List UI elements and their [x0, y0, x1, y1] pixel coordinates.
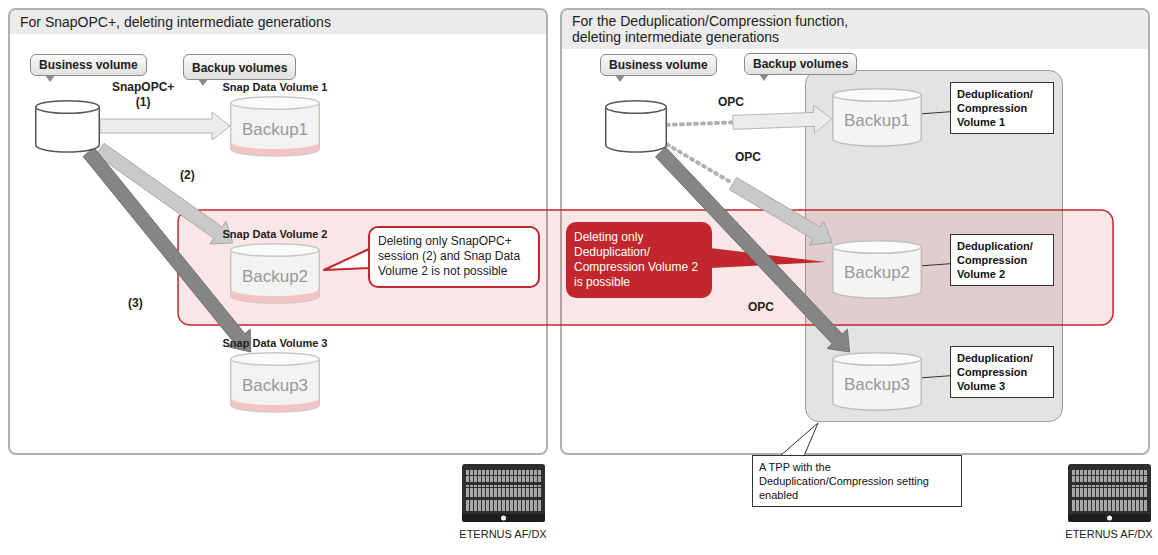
volume-tag: Business volume [30, 54, 147, 76]
volume-heading: Snap Data Volume 1 [223, 81, 328, 93]
cylinder-top [606, 101, 667, 114]
connector [100, 112, 230, 140]
edge-label: SnapOPC+ (1) [112, 80, 174, 110]
storage-device [1068, 464, 1151, 522]
cylinder-shape [35, 100, 100, 153]
group-tag: Backup volumes [183, 54, 296, 80]
cylinder-shape [605, 100, 667, 153]
cylinder-stripe [231, 142, 320, 156]
connector [922, 112, 950, 114]
cylinder-top [231, 353, 320, 366]
block-arrow [83, 148, 251, 352]
box-text: Deduplication/ Compression Volume 3 [957, 351, 1047, 393]
dotted-segment [667, 122, 733, 124]
volume-tag: Business volume [600, 54, 717, 76]
volume-body: Backup3 [230, 360, 320, 412]
block-arrow [733, 105, 832, 133]
connector [656, 147, 850, 352]
dedup-volume: Backup3 [832, 352, 922, 410]
device-label: ETERNUS AF/DX [453, 528, 553, 540]
volume-body: Backup3 [832, 360, 922, 410]
volume-name: Backup2 [844, 263, 910, 283]
cylinder-stripe [231, 289, 320, 303]
device-label: ETERNUS AF/DX [1059, 528, 1158, 540]
cylinder-body [833, 95, 922, 146]
block-arrow [656, 147, 850, 352]
leader-line [922, 112, 950, 114]
title-bar: For the Deduplication/Compression functi… [562, 10, 1148, 49]
cylinder-top [833, 353, 922, 366]
volume-body: Backup1 [230, 104, 320, 156]
volume-body: Backup2 [230, 251, 320, 303]
volume-name: Backup3 [242, 376, 308, 396]
cylinder-body [231, 250, 320, 303]
business-volume: Business volume [35, 100, 100, 152]
volume-label-box: Deduplication/ Compression Volume 2 [950, 234, 1054, 286]
warning-callout: Deleting only SnapOPC+ session (2) and S… [368, 226, 540, 288]
leader-line [922, 376, 950, 378]
box-text: Deleting only Deduplication/ Compression… [574, 230, 704, 290]
result-callout: Deleting only Deduplication/ Compression… [566, 222, 712, 298]
volume-heading: Snap Data Volume 3 [223, 337, 328, 349]
snap-data-volume: Snap Data Volume 2Backup2 [230, 243, 320, 303]
cylinder-body [231, 359, 320, 412]
group-tag-text: Backup volumes [192, 61, 287, 75]
business-volume: Business volume [605, 100, 667, 152]
group-tag: Backup volumes [744, 53, 857, 75]
panel-title: For SnapOPC+, deleting intermediate gene… [20, 14, 331, 30]
dedup-volume: Backup2 [832, 240, 922, 298]
volume-name: Backup1 [242, 120, 308, 140]
cylinder-body [833, 359, 922, 410]
connector [922, 264, 950, 266]
storage-device [462, 464, 545, 522]
snap-data-volume: Snap Data Volume 1Backup1 [230, 96, 320, 156]
cylinder-top [36, 101, 100, 114]
callout-pointer [324, 249, 369, 270]
box-text: Deleting only SnapOPC+ session (2) and S… [378, 234, 530, 279]
edge-label: (2) [180, 168, 195, 183]
box-text: Deduplication/ Compression Volume 2 [957, 239, 1047, 281]
volume-name: Backup3 [844, 375, 910, 395]
volume-body: Backup2 [832, 248, 922, 298]
cylinder-body [231, 103, 320, 156]
edge-label: OPC [735, 150, 761, 165]
volume-label-box: Deduplication/ Compression Volume 1 [950, 82, 1054, 134]
cylinder-top [231, 244, 320, 257]
snap-data-volume: Snap Data Volume 3Backup3 [230, 352, 320, 412]
cylinder-body [833, 247, 922, 298]
edge-label: OPC [748, 300, 774, 315]
box-text: A TPP with the Deduplication/Compression… [759, 460, 955, 502]
connector [922, 376, 950, 378]
cylinder-top [231, 97, 320, 110]
volume-name: Backup2 [242, 267, 308, 287]
callout-pointer [780, 423, 818, 456]
volume-heading: Snap Data Volume 2 [223, 228, 328, 240]
volume-label-box: Deduplication/ Compression Volume 3 [950, 346, 1054, 398]
cylinder-top [833, 89, 922, 102]
volume-name: Backup1 [844, 111, 910, 131]
connector [83, 148, 251, 352]
block-arrow [100, 112, 230, 140]
box-text: Deduplication/ Compression Volume 1 [957, 87, 1047, 129]
title-bar: For SnapOPC+, deleting intermediate gene… [10, 10, 546, 34]
connector [667, 105, 832, 133]
highlight-band [178, 210, 1113, 325]
pool-callout: A TPP with the Deduplication/Compression… [752, 455, 962, 507]
dedup-volume: Backup1 [832, 88, 922, 146]
edge-label: (3) [128, 296, 143, 311]
cylinder-stripe [231, 398, 320, 412]
leader-line [922, 264, 950, 266]
cylinder-top [833, 241, 922, 254]
volume-body: Backup1 [832, 96, 922, 146]
panel-title: For the Deduplication/Compression functi… [572, 13, 892, 45]
edge-label: OPC [718, 95, 744, 110]
scenario-panel: For SnapOPC+, deleting intermediate gene… [8, 8, 548, 455]
